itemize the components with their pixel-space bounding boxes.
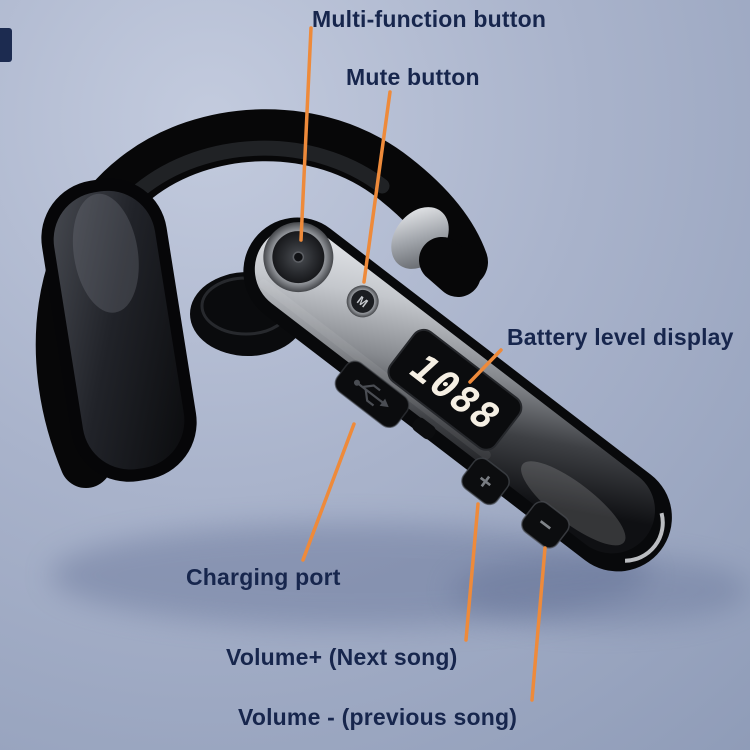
connector-multi-function (299, 26, 313, 242)
multi-function-button (263, 222, 334, 293)
side-nub (412, 417, 436, 440)
ear-hook-tip (419, 237, 481, 297)
usb-icon (353, 379, 389, 408)
connector-mute (362, 90, 392, 284)
connector-charging (301, 422, 356, 562)
label-mute: Mute button (346, 64, 480, 90)
connector-volume-down (530, 546, 547, 702)
label-battery: Battery level display (507, 324, 734, 350)
ear-pad (41, 178, 197, 482)
ground-shadow-right (450, 554, 750, 626)
volume-up-button: + (461, 457, 510, 506)
headset-body: M 1088 + (243, 217, 672, 572)
label-volume-down: Volume - (previous song) (238, 704, 518, 730)
label-multi-function: Multi-function button (312, 6, 547, 32)
label-volume-up: Volume+ (Next song) (226, 644, 458, 670)
corner-artifact (0, 28, 12, 62)
body-reflection (521, 461, 626, 546)
connector-volume-up (464, 502, 480, 642)
connector-lines (299, 26, 547, 702)
label-charging-port: Charging port (186, 564, 341, 590)
body-tip-highlight (624, 512, 665, 563)
body-edge-sheen (258, 279, 491, 460)
connector-battery (468, 348, 503, 384)
volume-down-button: − (521, 501, 570, 549)
mute-button: M (346, 285, 379, 318)
charging-port (334, 360, 410, 429)
